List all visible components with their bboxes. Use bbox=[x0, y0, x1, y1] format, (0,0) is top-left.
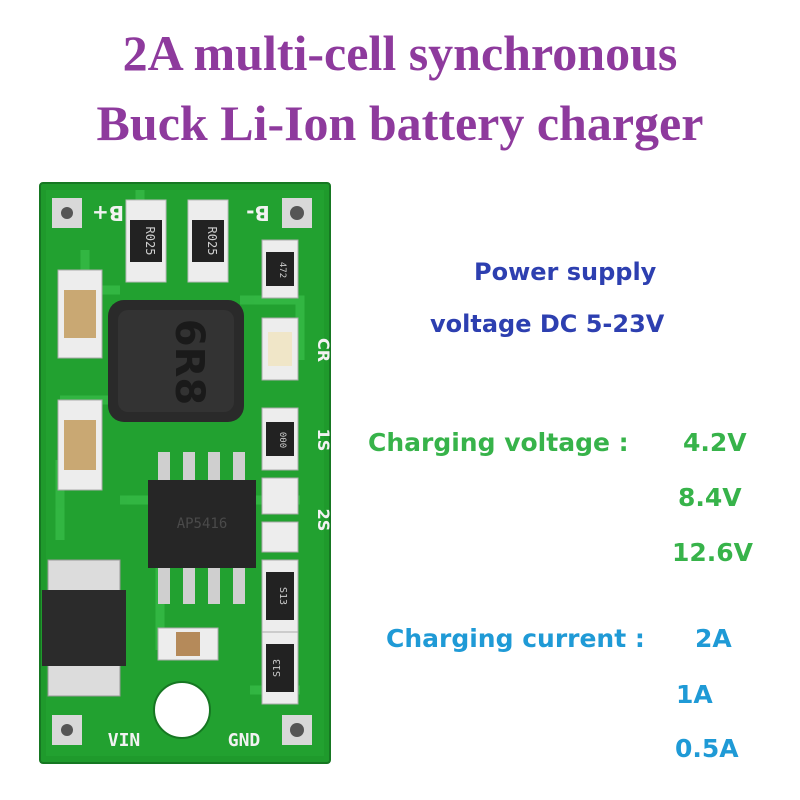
charging-voltage-value-2: 8.4V bbox=[678, 483, 742, 512]
capacitor-small bbox=[157, 627, 219, 661]
charging-current-value-1: 2A bbox=[695, 624, 732, 653]
mount-pad-tl bbox=[52, 198, 82, 228]
diode-s13-lower: S13 bbox=[261, 631, 299, 705]
silk-2s: 2S bbox=[314, 509, 333, 532]
silk-cr: CR bbox=[314, 338, 333, 362]
resistor-r025-left: R025 bbox=[125, 199, 167, 283]
resistor-000: 000 bbox=[261, 407, 299, 471]
charging-current-label: Charging current : bbox=[386, 624, 645, 653]
title-line-2: Buck Li-Ion battery charger bbox=[96, 95, 704, 151]
resistor-r025-right: R025 bbox=[187, 199, 229, 283]
title-line-1: 2A multi-cell synchronous bbox=[122, 25, 678, 81]
mount-pad-bl bbox=[52, 715, 82, 745]
resistor-1s-marking: 000 bbox=[277, 432, 287, 448]
jumper-2s bbox=[261, 477, 299, 515]
inductor-marking: 6R8 bbox=[166, 319, 212, 405]
charging-voltage-value-3: 12.6V bbox=[672, 538, 754, 567]
diode-s13-upper: S13 bbox=[261, 559, 299, 633]
resistor-right-marking: R025 bbox=[205, 227, 219, 256]
ic-chip: AP5416 bbox=[148, 452, 256, 604]
silk-1s: 1S bbox=[314, 429, 333, 452]
mount-pad-tr bbox=[282, 198, 312, 228]
resistor-small-marking: 472 bbox=[277, 262, 287, 278]
ic-marking: AP5416 bbox=[177, 516, 228, 532]
diode-2-marking: S13 bbox=[272, 659, 283, 677]
mosfet bbox=[42, 559, 126, 697]
supply-line-1: Power supply bbox=[474, 258, 657, 286]
silk-gnd: GND bbox=[228, 730, 261, 751]
inductor: 6R8 bbox=[108, 300, 244, 422]
resistor-472: 472 bbox=[261, 239, 299, 299]
capacitor-left-top bbox=[57, 269, 103, 359]
charging-current-value-2: 1A bbox=[676, 680, 713, 709]
mount-pad-br bbox=[282, 715, 312, 745]
diode-1-marking: S13 bbox=[277, 587, 288, 605]
charging-voltage-value-1: 4.2V bbox=[683, 428, 747, 457]
silk-b-plus: B+ bbox=[92, 201, 124, 225]
silk-b-minus: B- bbox=[246, 201, 270, 225]
led-cr bbox=[261, 317, 299, 381]
charging-current-value-3: 0.5A bbox=[675, 734, 739, 763]
supply-line-2: voltage DC 5-23V bbox=[430, 310, 665, 338]
mounting-hole bbox=[153, 681, 211, 739]
resistor-left-marking: R025 bbox=[143, 227, 157, 256]
silk-vin: VIN bbox=[108, 730, 141, 751]
pad-small bbox=[261, 521, 299, 553]
capacitor-left-bottom bbox=[57, 399, 103, 491]
charging-voltage-label: Charging voltage : bbox=[368, 428, 629, 457]
